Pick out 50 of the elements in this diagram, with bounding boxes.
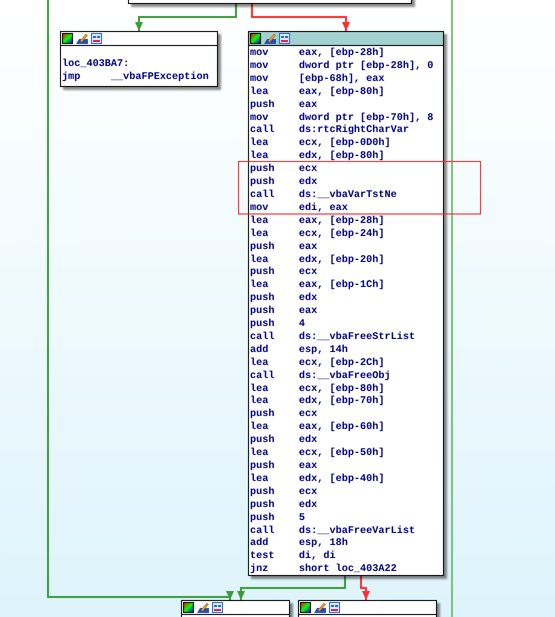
code-line: jnz short loc_403A22 [249, 564, 398, 575]
code-line: push edx [249, 177, 318, 190]
code-line: push edx [249, 293, 318, 306]
code-line: lea edx, [ebp-40h] [249, 474, 386, 486]
code-block [60, 31, 218, 87]
arrow [237, 576, 346, 600]
code-line: push 4 [249, 319, 306, 332]
code-line: add esp, 18h [249, 538, 349, 550]
code-line: push eax [249, 306, 318, 318]
arrow [251, 4, 350, 31]
code-line: push ecx [249, 486, 318, 500]
code-line: mov eax, [ebp-28h] [249, 48, 386, 60]
code-line: lea edx, [ebp-20h] [249, 254, 386, 266]
code-line: lea eax, [ebp-80h] [249, 86, 386, 100]
code-line: call ds:__vbaFreeVarList [249, 526, 416, 538]
code-line: push edx [249, 500, 318, 512]
code-line: call ds:__vbaFreeStrList [249, 332, 416, 344]
code-line: call ds:__vbaFreeObj [249, 370, 392, 384]
code-line: push ecx [249, 409, 318, 422]
code-line: test di, di [249, 551, 337, 564]
code-line: push eax [249, 100, 318, 112]
arrow [360, 576, 370, 600]
code-line: add esp, 14h [249, 344, 349, 358]
code-line: push ecx [249, 164, 318, 176]
code-line: lea ecx, [ebp-0D0h] [249, 138, 392, 150]
code-line: mov edi, eax [249, 202, 349, 216]
code-line: lea eax, [ebp-60h] [249, 422, 386, 434]
code-line: lea eax, [ebp-28h] [249, 216, 386, 228]
code-line: call ds:__vbaVarTstNe [249, 190, 398, 202]
code-line: mov [ebp-68h], eax [249, 74, 386, 86]
arrow [135, 4, 237, 31]
code-line: push eax [249, 461, 318, 474]
code-line: lea ecx, [ebp-2Ch] [249, 358, 386, 370]
code-line: jmp __vbaFPException [61, 72, 210, 85]
code-line: push 5 [249, 512, 306, 526]
code-line: lea ecx, [ebp-24h] [249, 228, 386, 242]
code-line: mov dword ptr [ebp-70h], 8 [249, 112, 434, 124]
code-line: mov dword ptr [ebp-28h], 0 [249, 60, 434, 74]
arrow [47, 0, 234, 601]
code-line: push eax [249, 242, 318, 254]
code-line: lea ecx, [ebp-50h] [249, 448, 386, 460]
code-line: push edx [249, 435, 318, 448]
code-line: lea edx, [ebp-70h] [249, 396, 386, 408]
code-line: loc_403BA7: [61, 59, 130, 72]
code-line: call ds:rtcRightCharVar [249, 125, 410, 138]
code-line: lea ecx, [ebp-80h] [249, 384, 386, 396]
code-line: push ecx [249, 267, 318, 280]
code-line: lea eax, [ebp-1Ch] [249, 280, 386, 292]
code-line: lea edx, [ebp-80h] [249, 151, 386, 164]
code-block [248, 31, 444, 576]
